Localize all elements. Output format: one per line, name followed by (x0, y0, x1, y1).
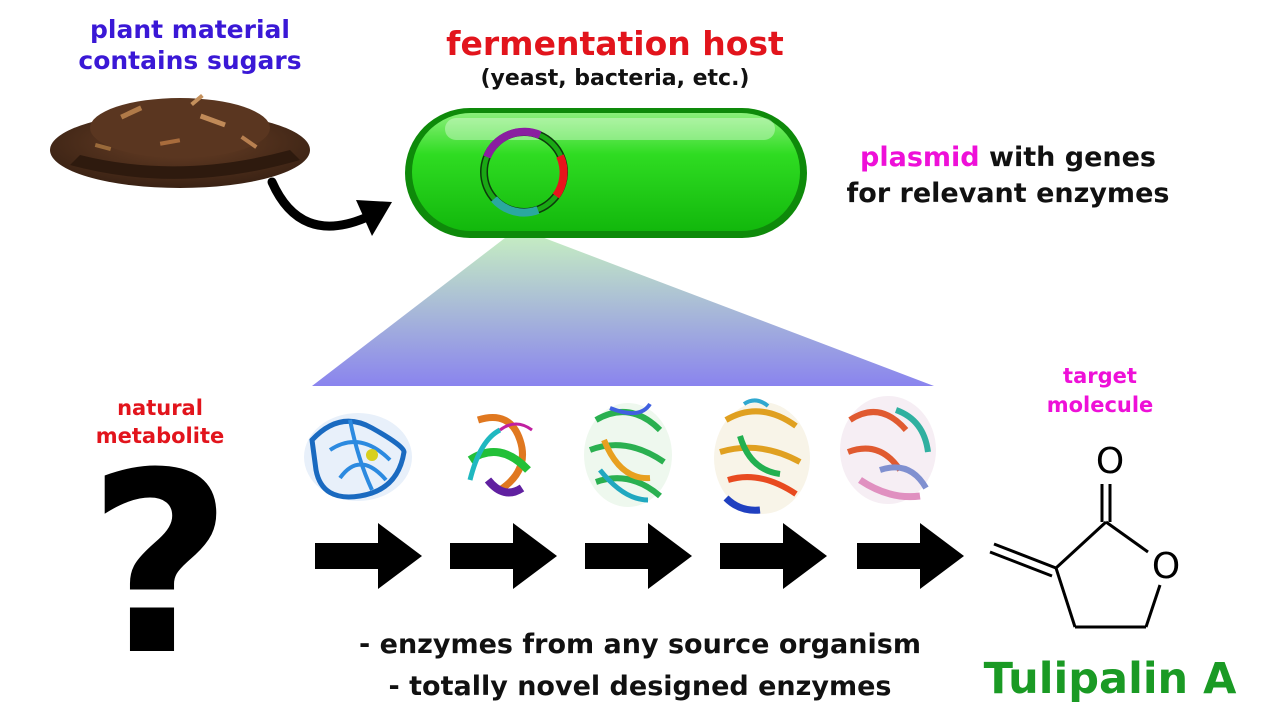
plasmid-label-rest-2: for relevant enzymes (846, 178, 1170, 209)
pathway-arrows (315, 523, 964, 589)
enzyme-structure-3 (584, 402, 672, 507)
plasmid-segment-red (552, 154, 568, 199)
plant-material-label: plant material contains sugars (78, 15, 302, 75)
enzyme-structure-5 (840, 396, 936, 504)
plasmid-segment-purple (483, 127, 542, 159)
enzyme-note-source: - enzymes from any source organism (359, 629, 921, 660)
plasmid-ring (480, 127, 568, 217)
target-molecule-label: target molecule (1046, 364, 1154, 417)
enzyme-structure-2 (467, 414, 533, 497)
fermentation-host-subtitle: (yeast, bacteria, etc.) (480, 66, 750, 91)
enzyme-note-designed: - totally novel designed enzymes (388, 671, 892, 702)
pathway-arrow-4 (720, 523, 827, 589)
enzyme-notes: - enzymes from any source organism - tot… (290, 624, 990, 708)
curved-feed-arrow (267, 177, 392, 236)
fermentation-host-title: fermentation host (446, 24, 784, 63)
plant-material-pile (50, 93, 310, 188)
ring-oxygen-atom: O (1152, 546, 1180, 587)
carbonyl-oxygen-atom: O (1096, 441, 1124, 482)
plasmid-segment-teal (491, 196, 540, 217)
plasmid-label: plasmid with genes for relevant enzymes (818, 140, 1198, 212)
fermentation-host-cell (405, 108, 807, 238)
unknown-metabolite-question-mark: ? (87, 419, 233, 710)
enzyme-structure-4 (714, 398, 810, 514)
pathway-arrow-5 (857, 523, 964, 589)
pathway-arrow-1 (315, 523, 422, 589)
pathway-arrow-3 (585, 523, 692, 589)
plasmid-word: plasmid (860, 142, 980, 173)
natural-metabolite-label: natural metabolite (95, 396, 225, 448)
tulipalin-a-structure (989, 484, 1162, 629)
zoom-cone (312, 228, 934, 386)
product-name-tulipalin-a: Tulipalin A (983, 654, 1237, 704)
pathway-arrow-2 (450, 523, 557, 589)
enzyme-structure-1 (304, 413, 412, 501)
plasmid-label-rest-1: with genes (979, 142, 1156, 173)
